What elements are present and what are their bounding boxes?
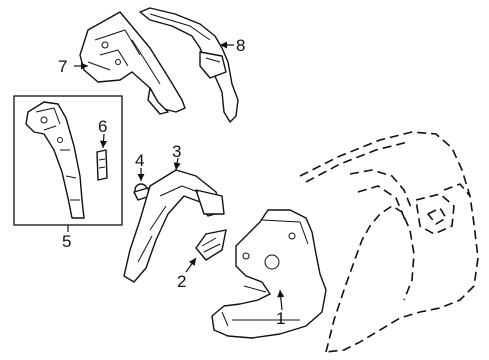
callout-4: 4 [135,151,144,170]
leader-3 [173,157,181,171]
callout-7: 7 [58,57,67,76]
callout-2: 2 [177,272,186,291]
callout-1: 1 [276,309,285,328]
part-1-inner-panel [211,209,327,339]
part-4-clip [133,183,151,201]
leader-1 [277,289,285,311]
part-7-reinforcement [79,11,186,115]
callouts: 1 2 3 4 5 6 7 8 [58,36,285,328]
body-side-outline [299,131,479,353]
part-5-pillar [25,101,85,219]
callout-6: 6 [98,117,107,136]
leader-6 [99,133,108,149]
callout-3: 3 [172,142,181,161]
part-8-rail [139,7,239,123]
part-3-wheelhouse [123,169,225,283]
part-6-bracket [96,149,108,181]
leader-lines [67,41,285,311]
leader-2 [185,257,197,273]
callout-5: 5 [62,232,71,251]
part-2-patch [195,229,227,261]
callout-8: 8 [236,36,245,55]
